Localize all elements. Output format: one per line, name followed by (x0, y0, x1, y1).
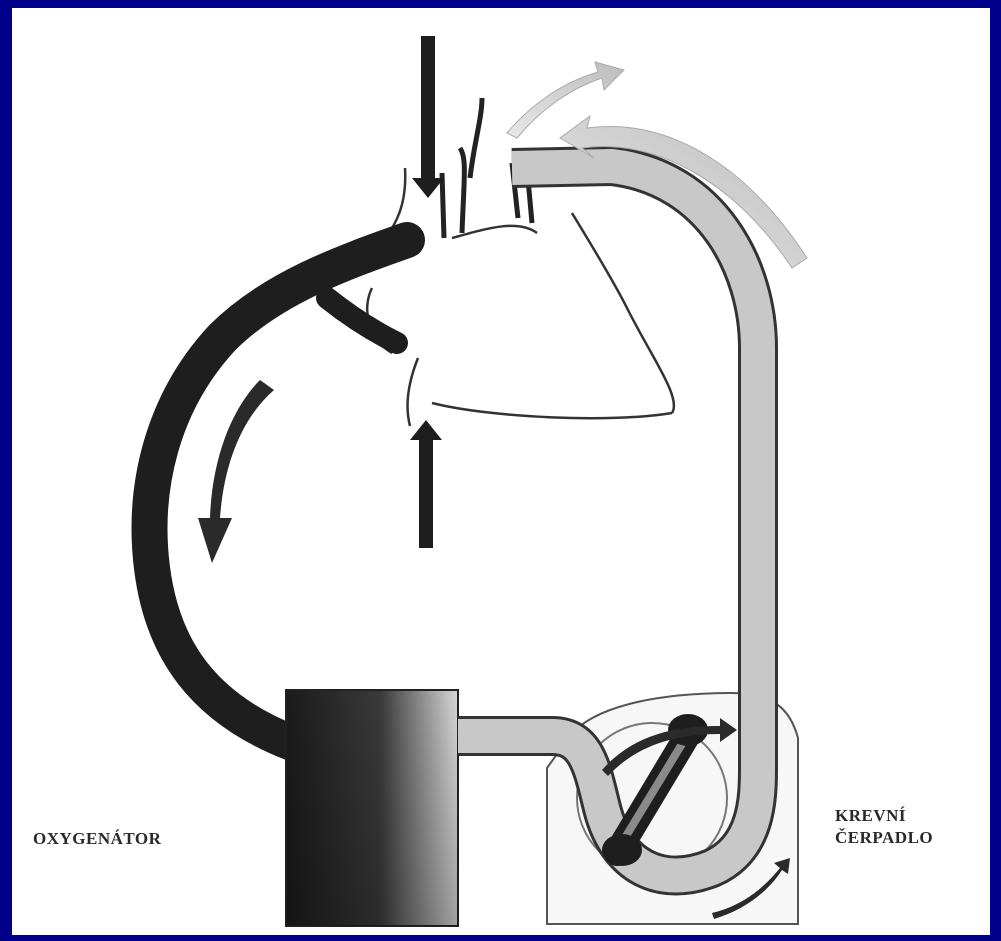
oxygenator-block-icon (286, 690, 458, 926)
bypass-circuit-diagram (12, 8, 990, 935)
heart-outline-icon (367, 168, 674, 426)
oxygenator-label: OXYGENÁTOR (33, 828, 161, 850)
blood-pump-label-line2: ČERPADLO (835, 827, 933, 849)
venous-branch (327, 298, 397, 343)
diagram-panel: OXYGENÁTOR KREVNÍ ČERPADLO (12, 8, 990, 935)
blood-pump-label-line1: KREVNÍ (835, 805, 933, 827)
blood-pump-label: KREVNÍ ČERPADLO (835, 805, 933, 849)
